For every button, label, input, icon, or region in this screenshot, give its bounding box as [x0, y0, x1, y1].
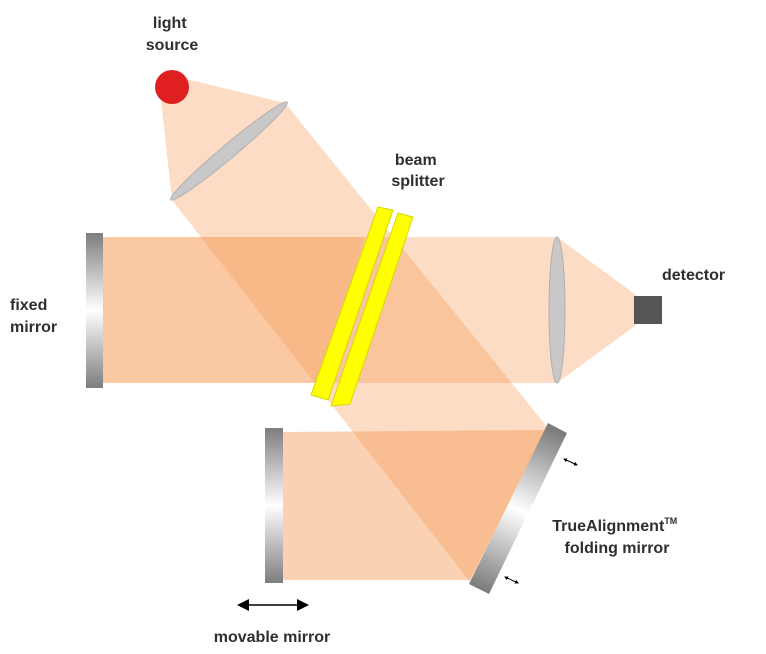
beam-splitter-plate	[310, 206, 394, 401]
folding-mirror-label: TrueAlignmentTM folding mirror	[552, 511, 681, 557]
compensator-plate	[330, 212, 414, 407]
movable-arm-beam	[283, 430, 546, 580]
source-cone-beam	[160, 78, 285, 200]
light-source-label: light source	[146, 15, 199, 54]
fixed-arm-beam	[103, 237, 365, 383]
folding-mirror-adjust-arrow-top	[563, 458, 578, 466]
detector-cone-beam	[557, 237, 640, 383]
detector-lens	[548, 236, 566, 384]
detector-label: detector	[662, 267, 725, 284]
movable-mirror-label: movable mirror	[214, 629, 330, 646]
folding-mirror-adjust-arrow-bottom	[504, 576, 519, 584]
fixed-mirror	[86, 233, 103, 388]
fixed-mirror-label: fixed mirror	[10, 297, 57, 336]
beam-splitter-label: beam splitter	[391, 152, 444, 190]
detector	[634, 296, 662, 324]
movable-mirror[interactable]	[265, 428, 283, 583]
light-source	[155, 70, 189, 104]
collimating-lens	[170, 101, 288, 201]
beam-splitter	[310, 206, 414, 407]
folding-mirror	[469, 423, 567, 594]
